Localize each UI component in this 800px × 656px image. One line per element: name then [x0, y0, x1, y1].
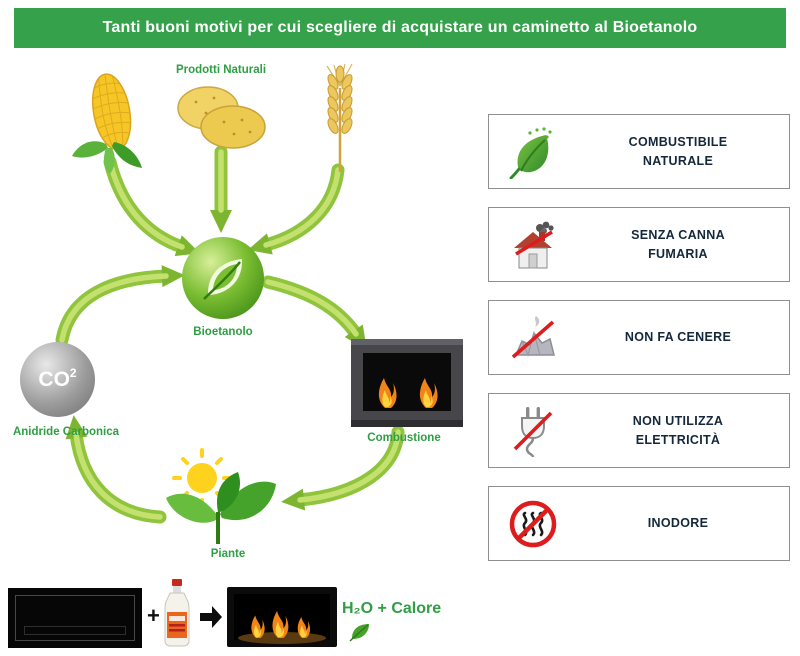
benefit-non-utilizza-elettricita: NON UTILIZZA ELETTRICITÀ	[488, 393, 790, 468]
arrow-bioethanol-to-combustion	[261, 275, 367, 350]
arrow-combustion-to-plants	[281, 425, 405, 511]
flame-icon	[378, 378, 397, 408]
plant-sun-image	[166, 448, 276, 544]
benefit-label: INODORE	[647, 516, 709, 531]
co2-superscript: 2	[69, 365, 77, 380]
fireplace-slot	[24, 626, 126, 635]
benefit-inodore: INODORE	[488, 486, 790, 561]
benefit-label: NON UTILIZZA ELETTRICITÀ	[632, 413, 724, 447]
fireplace-frame	[15, 595, 135, 641]
empty-fireplace-image	[8, 588, 142, 648]
natural-fuel-leaf-icon	[489, 125, 577, 179]
title-banner: Tanti buoni motivi per cui scegliere di …	[14, 8, 786, 48]
label-anidride-carbonica: Anidride Carbonica	[12, 426, 120, 438]
lit-fireplace-image	[227, 587, 337, 647]
benefit-label: SENZA CANNA FUMARIA	[631, 227, 725, 261]
benefit-label: NON FA CENERE	[624, 330, 732, 345]
potatoes-image	[177, 86, 266, 149]
arrow-co2-to-bioethanol	[55, 265, 185, 347]
no-electricity-plug-icon	[489, 404, 577, 458]
arrow-corn-to-bioethanol	[103, 155, 200, 257]
no-ash-icon	[489, 311, 577, 365]
benefits-list: COMBUSTIBILE NATURALE SENZA CANNA FUMARI…	[488, 114, 790, 561]
odorless-no-smoke-icon	[489, 497, 577, 551]
sun-icon	[172, 448, 232, 506]
combustion-fireplace-image	[351, 339, 463, 427]
flame-icon	[419, 378, 438, 408]
h2o-calore-label: H₂O + Calore	[342, 600, 442, 617]
benefit-label: COMBUSTIBILE NATURALE	[628, 134, 728, 168]
corn-image	[72, 73, 142, 174]
co2-text: CO	[38, 367, 70, 391]
label-piante: Piante	[210, 548, 246, 560]
arrow-wheat-to-bioethanol	[247, 163, 345, 255]
benefit-senza-canna-fumaria: SENZA CANNA FUMARIA	[488, 207, 790, 282]
wheat-image	[326, 63, 353, 172]
label-combustione: Combustione	[367, 432, 441, 444]
benefit-combustibile-naturale: COMBUSTIBILE NATURALE	[488, 114, 790, 189]
label-prodotti-naturali: Prodotti Naturali	[175, 64, 267, 76]
label-bioetanolo: Bioetanolo	[193, 326, 253, 338]
cycle-arrows	[55, 145, 405, 524]
benefit-non-fa-cenere: NON FA CENERE	[488, 300, 790, 375]
right-arrow-icon	[200, 606, 222, 628]
no-flue-house-icon	[489, 218, 577, 272]
arrow-plants-to-co2	[65, 415, 167, 524]
small-leaf-icon	[349, 624, 369, 642]
plus-sign: +	[147, 603, 160, 628]
bioethanol-bottle-image	[164, 579, 190, 647]
bioethanol-sphere-image	[182, 237, 264, 319]
page-title: Tanti buoni motivi per cui scegliere di …	[102, 19, 698, 36]
